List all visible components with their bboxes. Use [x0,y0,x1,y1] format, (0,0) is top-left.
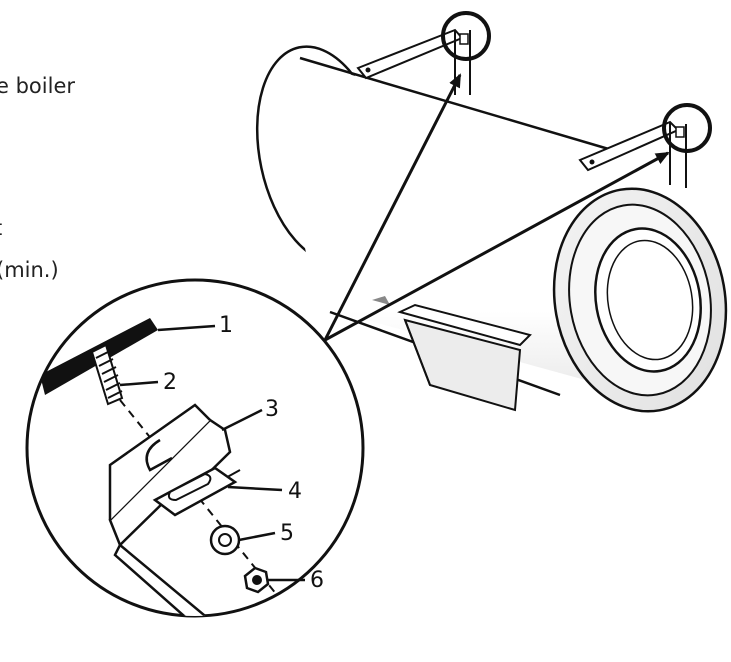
assembly-axis [119,399,286,606]
leader-line-2 [119,380,159,387]
leader-line-5 [238,531,276,542]
leader-line-1 [157,324,216,332]
callout-number-4: 4 [288,479,302,504]
leader-line-4 [227,485,283,492]
callout-number-3: 3 [265,397,279,422]
rear-mounting-strap [356,28,471,95]
front-mounting-strap [578,120,687,188]
rear-hanger-highlight-circle [441,11,491,61]
boiler-cylinder [255,45,728,413]
front-hanger-highlight-circle [662,103,712,153]
callout-number-5: 5 [280,521,294,546]
slotted-plate-shape [152,466,238,517]
callout-number-1: 1 [219,313,233,338]
truncated-label-min: (min.) [0,258,59,282]
truncated-label-boiler: e boiler [0,74,75,98]
truncated-label-t: t [0,216,2,240]
washer-shape [209,524,241,556]
pointer-arrow-rear [323,73,462,341]
callout-number-6: 6 [310,568,324,593]
mounting-bracket-shape [108,403,241,616]
pointer-arrow-front [324,151,670,342]
mounting-detail-view: 1 2 3 4 5 6 [25,278,365,618]
leader-line-3 [221,408,263,432]
nut-shape [243,566,270,594]
threaded-rod-shape [90,343,124,406]
callout-number-2: 2 [163,370,177,395]
